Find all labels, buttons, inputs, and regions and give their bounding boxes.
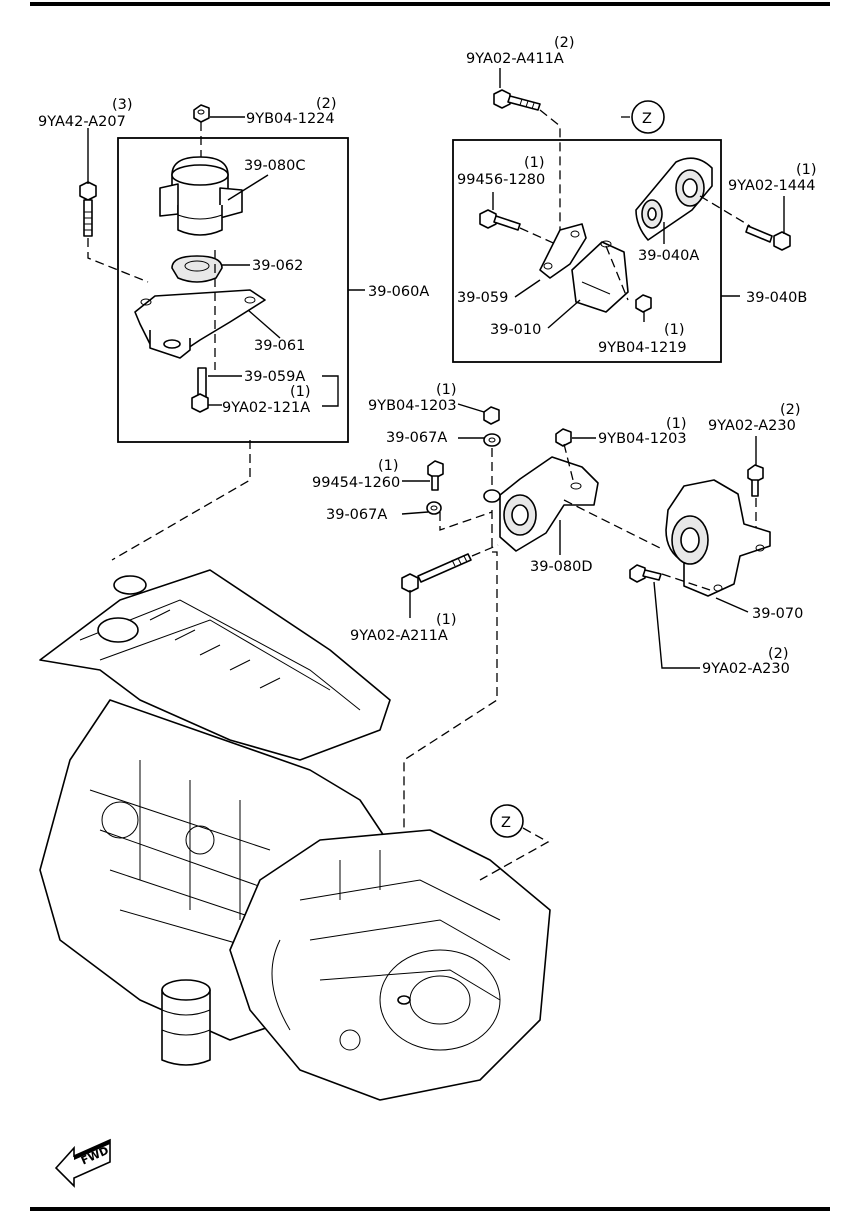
label-9yb04-1224: 9YB04-1224 bbox=[246, 111, 335, 127]
view-z-marker-bottom bbox=[490, 804, 524, 838]
bolt-9ya02-a411a-icon bbox=[493, 89, 541, 111]
top-rule bbox=[30, 2, 830, 6]
label-z-top: Z bbox=[642, 111, 652, 127]
engine-block-illustration bbox=[39, 569, 551, 1101]
label-99454-1260: 99454-1260 bbox=[312, 475, 400, 491]
part-39-062-icon bbox=[171, 255, 223, 283]
label-39-067a-a: 39-067A bbox=[386, 430, 447, 446]
qty-9ya02-a230-top: (2) bbox=[780, 402, 801, 418]
nut-9yb04-1219-icon bbox=[635, 294, 652, 313]
assembly-box-39-060a bbox=[117, 137, 349, 443]
label-9ya02-1444: 9YA02-1444 bbox=[728, 178, 815, 194]
label-39-061: 39-061 bbox=[254, 338, 305, 354]
qty-9yb04-1203-b: (1) bbox=[666, 416, 687, 432]
bracket-39-059-icon bbox=[539, 223, 587, 279]
qty-9yb04-1224: (2) bbox=[316, 96, 337, 112]
forward-direction-arrow-icon bbox=[54, 1138, 111, 1188]
qty-9ya02-a211a: (1) bbox=[436, 612, 457, 628]
label-39-080d: 39-080D bbox=[530, 559, 593, 575]
bracket-39-010-icon bbox=[571, 240, 629, 313]
qty-99456-1280: (1) bbox=[524, 155, 545, 171]
part-39-061-icon bbox=[134, 289, 266, 359]
qty-9ya02-1444: (1) bbox=[796, 162, 817, 178]
label-9ya02-a230-top: 9YA02-A230 bbox=[708, 418, 796, 434]
label-9ya02-a211a: 9YA02-A211A bbox=[350, 628, 448, 644]
qty-99454-1260: (1) bbox=[378, 458, 399, 474]
qty-9yb04-1203-a: (1) bbox=[436, 382, 457, 398]
qty-9ya02-a411a: (2) bbox=[554, 35, 575, 51]
bolt-9ya42-a207-icon bbox=[79, 181, 97, 237]
qty-9ya02-a230-bottom: (2) bbox=[768, 646, 789, 662]
washer-39-067a-a-icon bbox=[483, 433, 501, 447]
label-9ya02-a230-bottom: 9YA02-A230 bbox=[702, 661, 790, 677]
label-z-bottom: Z bbox=[501, 815, 511, 831]
label-39-059: 39-059 bbox=[457, 290, 508, 306]
label-39-010: 39-010 bbox=[490, 322, 541, 338]
mount-39-080c-icon bbox=[159, 156, 243, 236]
label-99456-1280: 99456-1280 bbox=[457, 172, 545, 188]
bolt-9ya02-a230-bottom-icon bbox=[629, 564, 662, 583]
label-39-040a: 39-040A bbox=[638, 248, 699, 264]
bolt-9ya02-1444-icon bbox=[745, 225, 791, 251]
label-9yb04-1219: 9YB04-1219 bbox=[598, 340, 687, 356]
label-39-059a: 39-059A bbox=[244, 369, 305, 385]
label-39-060a: 39-060A bbox=[368, 284, 429, 300]
qty-9yb04-1219: (1) bbox=[664, 322, 685, 338]
label-9ya02-a411a: 9YA02-A411A bbox=[466, 51, 564, 67]
label-9yb04-1203-a: 9YB04-1203 bbox=[368, 398, 457, 414]
label-39-067a-b: 39-067A bbox=[326, 507, 387, 523]
label-9yb04-1203-b: 9YB04-1203 bbox=[598, 431, 687, 447]
washer-39-067a-b-icon bbox=[426, 501, 442, 515]
nut-9yb04-1224-icon bbox=[193, 104, 210, 123]
mount-39-080d-icon bbox=[483, 456, 599, 552]
label-39-062: 39-062 bbox=[252, 258, 303, 274]
label-9ya02-121a: 9YA02-121A bbox=[222, 400, 310, 416]
label-9ya42-a207: 9YA42-A207 bbox=[38, 114, 126, 130]
nut-9yb04-1203-a-icon bbox=[483, 406, 500, 425]
bolt-9ya02-a211a-icon bbox=[401, 553, 472, 593]
bottom-rule bbox=[30, 1207, 830, 1211]
bolt-99456-1280-icon bbox=[479, 209, 521, 231]
mount-39-070-icon bbox=[665, 479, 771, 597]
label-39-070: 39-070 bbox=[752, 606, 803, 622]
label-39-040b: 39-040B bbox=[746, 290, 807, 306]
qty-9ya02-121a: (1) bbox=[290, 384, 311, 400]
qty-9ya42-a207: (3) bbox=[112, 97, 133, 113]
bolt-9ya02-a230-top-icon bbox=[747, 464, 764, 497]
label-39-080c: 39-080C bbox=[244, 158, 305, 174]
assembly-box-39-040b bbox=[452, 139, 722, 363]
nut-9yb04-1203-b-icon bbox=[555, 428, 572, 447]
bolt-39-059a-icon bbox=[191, 367, 209, 413]
mount-39-040a-icon bbox=[635, 157, 713, 241]
view-z-marker-top bbox=[631, 100, 665, 134]
bolt-99454-1260-icon bbox=[427, 460, 444, 491]
